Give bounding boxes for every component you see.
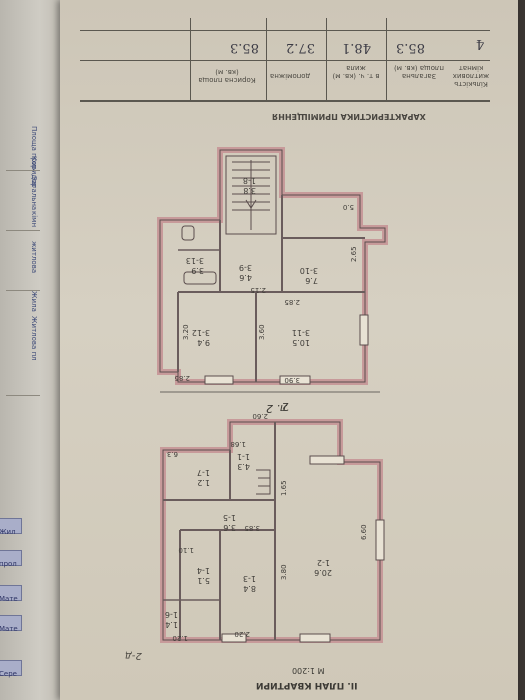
room-area: 20.6 — [314, 568, 332, 577]
left-background-page: Площа прим Коридор Загальна кімн житлова… — [0, 0, 68, 700]
room-id: 1-5 — [223, 513, 236, 522]
corner-note: 2-д — [125, 650, 142, 661]
left-page-rule — [6, 395, 40, 396]
lower-plan — [160, 419, 385, 643]
room-id: 1-7 — [197, 468, 210, 477]
dimension-label: 3.85 — [244, 524, 260, 532]
sink-icon — [181, 225, 195, 241]
window — [221, 633, 247, 643]
window — [204, 375, 234, 385]
room-area: 4.3 — [237, 462, 250, 471]
dimension-label: 1.10 — [178, 546, 194, 554]
table-rule — [80, 60, 490, 61]
window — [309, 455, 345, 465]
lower-room-labels: 1-2 20.6 1-3 8.4 1-4 5.1 1-5 3.6 1-6 1.4… — [165, 412, 368, 642]
floor-number: 2 — [282, 400, 289, 413]
apartment-plan-drawing: 3-10 7.6 3-11 10.5 3-12 9.4 3-9 4.6 3-13… — [157, 147, 388, 643]
room-area: 3.9 — [191, 266, 204, 275]
upper-outer-wall-line — [159, 149, 386, 383]
lower-staircase — [256, 469, 271, 495]
room-area: 4.6 — [239, 273, 252, 282]
dimension-label: 3.20 — [182, 324, 190, 340]
dimension-label: 3.90 — [284, 376, 300, 384]
window — [299, 633, 331, 643]
table-rule — [80, 30, 490, 31]
dimension-label: 1.68 — [230, 440, 246, 448]
table-col-rule — [386, 18, 387, 100]
characteristics-table: 85.3 37.2 48.1 85.3 4 Корисна площа (кв.… — [80, 0, 490, 105]
room-id: 1-2 — [317, 558, 330, 567]
room-id: 1-1 — [237, 452, 250, 461]
left-page-tab: прол — [0, 550, 22, 568]
window — [375, 519, 385, 561]
upper-staircase — [225, 155, 277, 235]
plan-scale: М 1:200 — [292, 666, 325, 675]
room-area: 7.6 — [305, 276, 318, 285]
room-id: 1-8 — [243, 176, 256, 185]
room-area: 10.5 — [292, 338, 310, 347]
left-page-tab: Жил — [0, 518, 22, 536]
window — [359, 314, 369, 346]
dimension-label: 3.80 — [280, 564, 288, 580]
left-page-tab-text: Мате — [0, 595, 18, 603]
room-id: 3-11 — [292, 328, 310, 337]
room-area: 5.1 — [197, 576, 210, 585]
dimension-label: 5.0 — [343, 203, 354, 211]
plan-title: II. ПЛАН КВАРТИРИ — [256, 680, 358, 690]
room-id: 1-6 — [165, 610, 178, 619]
room-area: 3.8 — [243, 186, 256, 195]
upper-outer-wall — [157, 147, 388, 385]
dimension-label: 2.60 — [252, 412, 268, 420]
dimension-label: 6.3 — [167, 450, 178, 458]
left-page-rule — [6, 290, 40, 291]
room-id: 1-3 — [243, 574, 256, 583]
left-page-tab: Мате — [0, 615, 22, 633]
left-page-rule — [6, 170, 40, 171]
dimension-label: 2.20 — [234, 630, 250, 638]
left-page-tab-text: прол — [0, 560, 17, 568]
room-id: 3-9 — [239, 263, 252, 272]
dimension-label: 3.60 — [258, 324, 266, 340]
table-col-rule — [326, 18, 327, 100]
dimension-label: 2.15 — [250, 286, 266, 294]
dimension-label: 2.65 — [350, 246, 358, 262]
room-id: 3-10 — [300, 266, 318, 275]
bathtub-icon — [183, 271, 217, 285]
room-area: 8.4 — [243, 584, 256, 593]
floor-plan-sheet: 85.3 37.2 48.1 85.3 4 Корисна площа (кв.… — [60, 0, 518, 700]
upper-plan — [157, 147, 388, 385]
left-page-tab: Сере — [0, 660, 22, 678]
room-id: 1-4 — [197, 566, 210, 575]
dimension-label: 1.20 — [172, 634, 188, 642]
dimension-label: 1.65 — [280, 480, 288, 496]
dimension-label: 6.60 — [360, 524, 368, 540]
left-page-tab-text: Жил — [0, 528, 16, 536]
left-page-tab: Мате — [0, 585, 22, 603]
room-area: 1.4 — [165, 620, 178, 629]
left-page-rule — [6, 230, 40, 231]
upper-room-labels: 3-10 7.6 3-11 10.5 3-12 9.4 3-9 4.6 3-13… — [174, 176, 358, 384]
left-page-tab-text: Мате — [0, 625, 18, 633]
room-id: 3-12 — [192, 328, 210, 337]
left-page-tab-text: Сере — [0, 670, 17, 678]
room-id: 3-13 — [186, 256, 204, 265]
dimension-label: 2.85 — [284, 298, 300, 306]
table-col-rule — [266, 18, 267, 100]
table-col-rule — [190, 18, 191, 100]
room-area: 9.4 — [197, 338, 210, 347]
room-area: 1.2 — [197, 478, 210, 487]
window — [279, 375, 311, 385]
table-rule — [80, 100, 490, 102]
dimension-label: 2.85 — [174, 374, 190, 382]
left-page-label: Жила — [30, 291, 38, 312]
room-area: 3.6 — [223, 523, 236, 532]
